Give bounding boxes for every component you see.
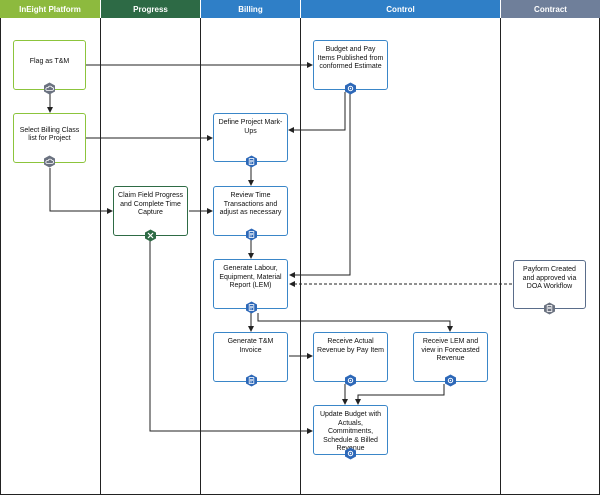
contract-document-icon [543,302,556,315]
edge-receive-lem-to-update [355,384,445,405]
node-generate-invoice-label: Generate T&M Invoice [227,338,274,354]
edge-budget-to-lem [289,92,351,278]
lane-header-platform: InEight Platform [0,0,101,18]
node-receive-revenue: Receive Actual Revenue by Pay Item [313,332,388,382]
node-define-markups-label: Define Project Mark-Ups [218,119,283,135]
lane-title-billing: Billing [238,4,263,14]
edge-claim-to-update [149,241,313,434]
node-define-markups: Define Project Mark-Ups [213,113,288,162]
progress-icon [144,229,157,242]
control-gear-icon [344,82,357,95]
node-receive-lem-label: Receive LEM and view in Forecasted Reven… [421,338,480,362]
lane-platform [0,18,101,494]
node-payform: Payform Created and approved via DOA Wor… [513,260,586,309]
node-review-time-label: Review Time Transactions and adjust as n… [219,192,282,216]
cloud-icon [43,155,56,168]
node-generate-lem: Generate Labour, Equipment, Material Rep… [213,259,288,309]
lane-title-contract: Contract [534,4,567,14]
node-select-billing: Select Billing Class list for Project [13,113,86,163]
node-receive-revenue-label: Receive Actual Revenue by Pay Item [317,338,384,354]
node-claim-progress: Claim Field Progress and Complete Time C… [113,186,188,236]
edge-budget-to-markups [288,92,346,133]
billing-document-icon [245,301,258,314]
control-gear-icon [344,374,357,387]
diagram-bottom-border [0,494,600,495]
lane-header-billing: Billing [201,0,301,18]
lane-title-progress: Progress [133,4,168,14]
node-flag-tm-label: Flag as T&M [29,57,70,65]
node-claim-progress-label: Claim Field Progress and Complete Time C… [118,192,183,216]
lane-header-control: Control [301,0,501,18]
edge-lem-to-receive-lem [257,313,453,332]
edge-select-to-claim [49,168,113,214]
control-gear-icon [344,447,357,460]
lane-control [301,18,501,494]
node-budget-pay-label: Budget and Pay Items Published from conf… [317,46,384,70]
cloud-icon [43,82,56,95]
lane-header-contract: Contract [501,0,600,18]
billing-document-icon [245,228,258,241]
lane-title-control: Control [386,4,415,14]
billing-document-icon [245,155,258,168]
lane-billing [201,18,301,494]
lane-title-platform: InEight Platform [19,4,81,14]
billing-document-icon [245,374,258,387]
node-receive-lem: Receive LEM and view in Forecasted Reven… [413,332,488,382]
control-gear-icon [444,374,457,387]
lane-header-progress: Progress [101,0,201,18]
node-payform-label: Payform Created and approved via DOA Wor… [522,266,577,290]
node-budget-pay: Budget and Pay Items Published from conf… [313,40,388,90]
lane-progress [101,18,201,494]
node-flag-tm: Flag as T&M [13,40,86,90]
node-generate-invoice: Generate T&M Invoice [213,332,288,382]
node-select-billing-label: Select Billing Class list for Project [19,126,80,143]
node-update-budget: Update Budget with Actuals, Commitments,… [313,405,388,455]
node-review-time: Review Time Transactions and adjust as n… [213,186,288,236]
node-generate-lem-label: Generate Labour, Equipment, Material Rep… [219,265,282,289]
